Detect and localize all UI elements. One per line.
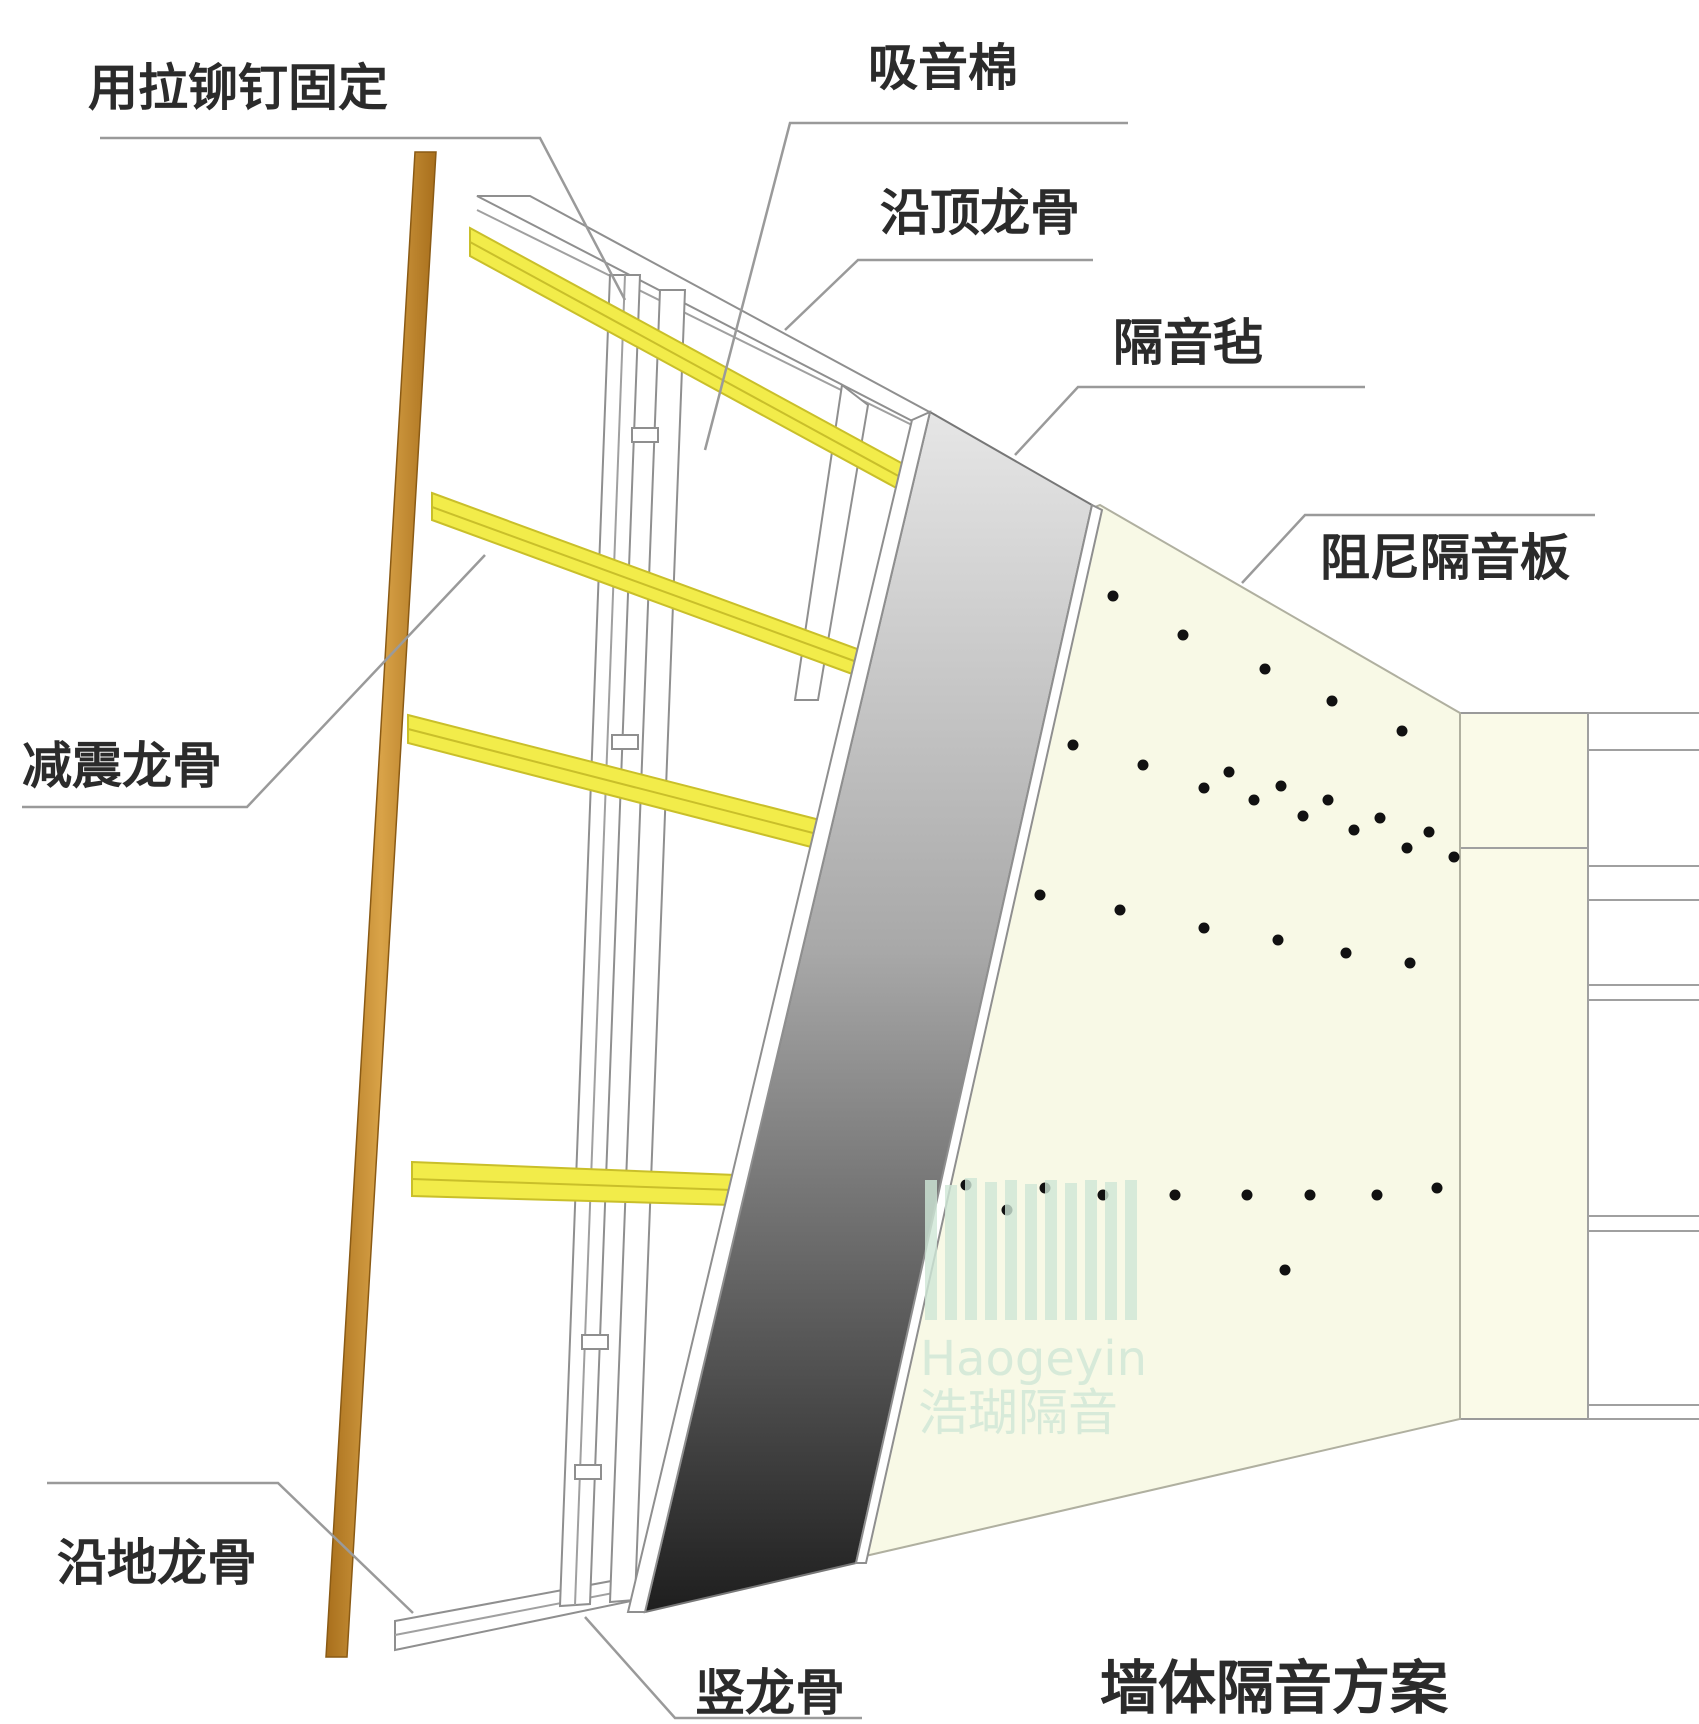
- shock-keel-1: [469, 226, 907, 492]
- watermark: Haogeyin 浩瑚隔音: [918, 1178, 1147, 1442]
- watermark-latin: Haogeyin: [920, 1331, 1147, 1387]
- rivet-rod: [325, 151, 437, 1658]
- labels: 用拉铆钉固定 吸音棉 沿顶龙骨 隔音毡 阻尼隔音板 减震龙骨 沿地龙骨 竖龙骨 …: [22, 39, 1570, 1722]
- label-shock-keel: 减震龙骨: [22, 737, 222, 795]
- shock-keel-4: [411, 1160, 737, 1207]
- label-rivet: 用拉铆钉固定: [88, 59, 388, 117]
- label-floor-keel: 沿地龙骨: [57, 1534, 257, 1592]
- label-damping-board: 阻尼隔音板: [1320, 529, 1570, 587]
- equalizer-bars-icon: [925, 1178, 1137, 1320]
- label-sound-felt: 隔音毡: [1113, 314, 1263, 372]
- label-top-keel: 沿顶龙骨: [880, 184, 1080, 242]
- leader-lines: [22, 121, 1595, 1720]
- board-dots: [960, 590, 1460, 1276]
- watermark-cn: 浩瑚隔音: [918, 1384, 1118, 1442]
- sound-felt: [626, 410, 1104, 1614]
- diagram-title: 墙体隔音方案: [1100, 1654, 1449, 1722]
- label-sound-cotton: 吸音棉: [868, 39, 1018, 97]
- label-vertical-keel: 竖龙骨: [695, 1664, 845, 1722]
- right-wall-panels: [1459, 712, 1699, 1420]
- top-keel: [476, 195, 937, 429]
